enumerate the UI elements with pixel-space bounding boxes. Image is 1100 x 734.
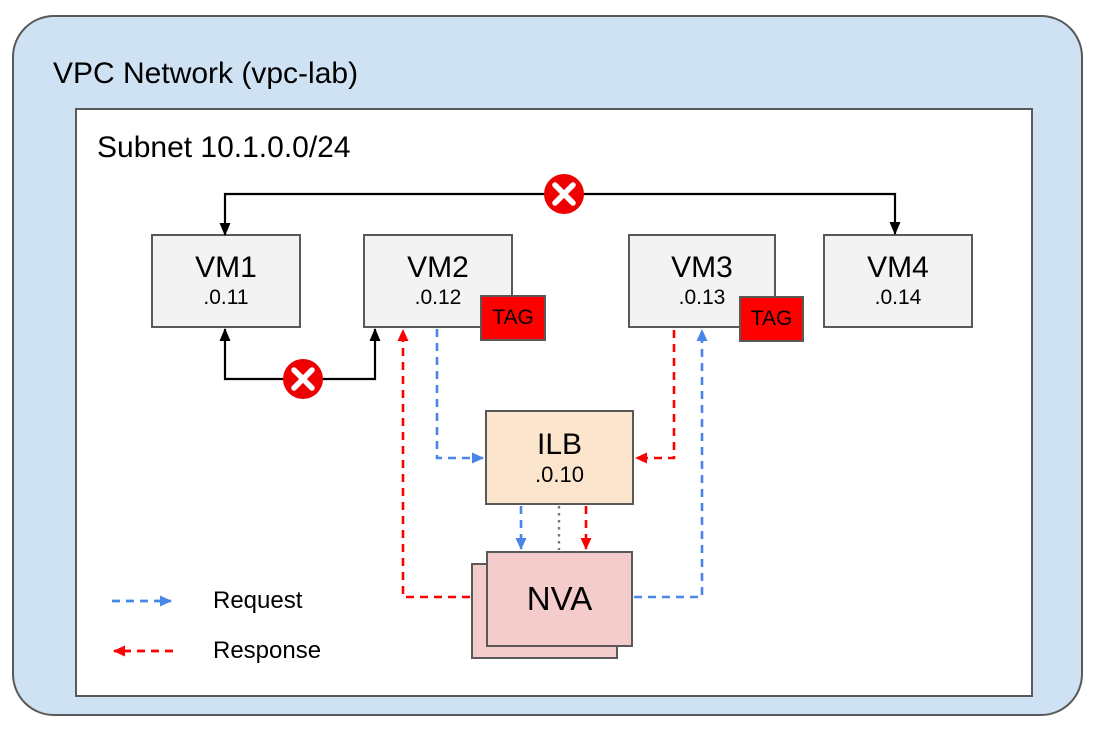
subnet-title: Subnet 10.1.0.0/24 (97, 131, 351, 164)
vm1-label: VM1 (195, 251, 257, 284)
vm4-ip: .0.14 (874, 286, 922, 309)
vm4-node: VM4 .0.14 (823, 234, 973, 328)
vm4-label: VM4 (867, 251, 929, 284)
vm3-ip: .0.13 (678, 286, 726, 309)
nva-label: NVA (526, 580, 593, 617)
tag-badge-vm2: TAG (480, 295, 546, 341)
legend-request-label: Request (213, 587, 303, 614)
ilb-label: ILB (536, 427, 583, 461)
vm1-node: VM1 .0.11 (151, 234, 301, 328)
vm2-label: VM2 (407, 251, 469, 284)
vpc-network-title: VPC Network (vpc-lab) (53, 57, 359, 90)
vm3-label: VM3 (671, 251, 733, 284)
ilb-node: ILB .0.10 (485, 410, 634, 505)
vm1-ip: .0.11 (203, 286, 249, 309)
vm2-ip: .0.12 (414, 286, 462, 309)
nva-node: NVA (486, 551, 633, 647)
ilb-ip: .0.10 (535, 461, 584, 487)
tag-badge-vm3: TAG (739, 296, 804, 342)
legend-response-label: Response (213, 637, 322, 664)
